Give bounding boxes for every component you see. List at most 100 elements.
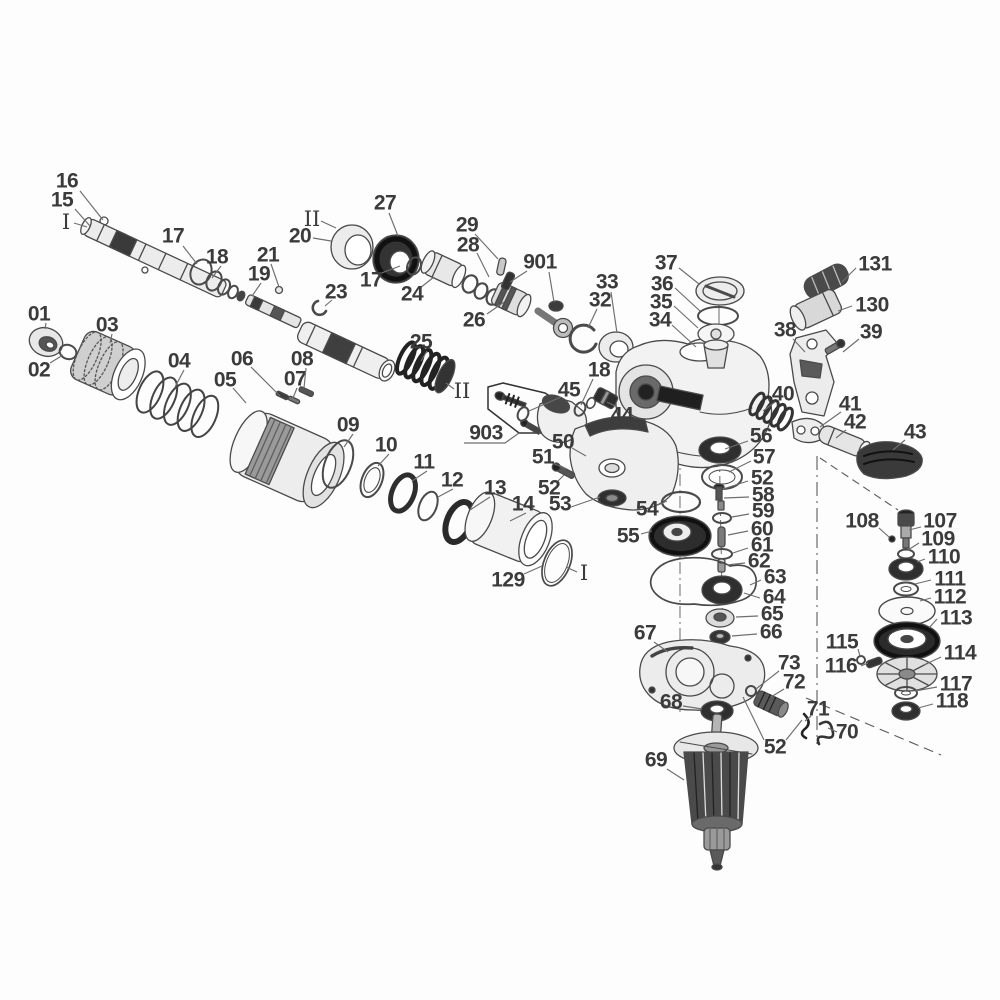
part-label-112: 112 xyxy=(934,586,966,609)
part-label-27: 27 xyxy=(374,192,396,215)
handle-bracket-assembly xyxy=(789,263,849,417)
leader-line-116-86-0 xyxy=(860,662,869,667)
part-label-58: 58 xyxy=(752,484,775,507)
shaft-pin xyxy=(141,266,149,274)
part-label-117: 117 xyxy=(940,673,972,696)
leader-line-32-20-0 xyxy=(587,308,598,329)
washer-117 xyxy=(894,686,918,700)
leader-line-02-30-0 xyxy=(49,354,64,364)
part-label-32: 32 xyxy=(589,289,611,312)
part-label-38: 38 xyxy=(774,319,797,342)
bearing-piston-chain xyxy=(330,224,532,318)
leader-line-108-77-0 xyxy=(878,527,890,538)
leader-line-17-3-0 xyxy=(182,245,198,265)
part-label-63: 63 xyxy=(764,566,786,589)
leader-line-19-6-0 xyxy=(251,282,262,297)
leader-line-01-29-0 xyxy=(44,322,47,330)
leader-line-21-5-0 xyxy=(270,263,280,288)
part-label-50: 50 xyxy=(552,431,574,454)
part-label-68: 68 xyxy=(660,691,683,714)
leader-line-901-15-0 xyxy=(509,270,528,283)
leader-line-110-80-0 xyxy=(916,558,926,563)
leader-line-04-32-0 xyxy=(174,369,185,388)
part-label-110: 110 xyxy=(928,546,960,569)
part-label-14: 14 xyxy=(512,493,535,516)
armature-69 xyxy=(673,713,759,871)
rod-small-end xyxy=(548,300,564,312)
spring-40 xyxy=(748,391,794,432)
leader-line-38-25-0 xyxy=(792,338,806,353)
bearing-65 xyxy=(705,608,735,628)
ring-gear-113 xyxy=(873,621,941,661)
part-label-12: 12 xyxy=(441,469,463,492)
part-label-67: 67 xyxy=(634,622,656,645)
striker-spring-25 xyxy=(394,340,456,394)
part-label-130: 130 xyxy=(855,294,889,317)
part-label-113: 113 xyxy=(940,607,972,630)
leader-line-25-17-0 xyxy=(420,350,428,362)
crankcase-top-ridge xyxy=(584,416,649,437)
leader-line-12-40-0 xyxy=(437,488,454,498)
roll-pin-116 xyxy=(865,656,883,669)
part-label-04: 04 xyxy=(168,350,191,373)
part-label-56: 56 xyxy=(750,425,772,448)
gear-55 xyxy=(648,515,712,557)
locking-knob-03 xyxy=(69,330,146,401)
leader-line-903-50-0 xyxy=(464,432,520,444)
part-label-17: 17 xyxy=(162,225,184,248)
washer-73 xyxy=(745,685,757,697)
part-label-37: 37 xyxy=(655,252,677,275)
part-label-65: 65 xyxy=(761,603,784,626)
assembly-reference-line-upper xyxy=(819,457,899,511)
end-cap-20-opening xyxy=(344,234,372,266)
part-label-71: 71 xyxy=(807,698,830,721)
leader-line-54-51-0 xyxy=(657,500,668,506)
bearing-118 xyxy=(891,701,921,721)
washer-59 xyxy=(712,512,732,524)
leader-line-14-42-0 xyxy=(509,512,527,522)
leader-line-69-76-0 xyxy=(666,768,685,781)
part-label-69: 69 xyxy=(645,749,667,772)
leader-line-23-7-0 xyxy=(324,299,333,307)
carbon-brush-130 xyxy=(789,288,843,331)
part-label-52: 52 xyxy=(538,477,560,500)
leader-line-07-35-0 xyxy=(292,387,298,399)
washer-61 xyxy=(711,548,733,560)
leader-line-41-54-0 xyxy=(819,411,842,428)
leader-line-72-71-0 xyxy=(770,688,785,698)
part-label-107: 107 xyxy=(923,510,957,533)
part-label-55: 55 xyxy=(617,525,640,548)
part-label-109: 109 xyxy=(921,528,955,551)
leader-line-08-36-0 xyxy=(303,367,307,389)
leader-line-27-10-0 xyxy=(388,212,399,237)
leader-line-39-26-0 xyxy=(842,338,860,353)
part-label-28: 28 xyxy=(457,234,480,257)
part-label-08: 08 xyxy=(291,348,314,371)
bearing-68 xyxy=(700,700,734,722)
washer-109 xyxy=(897,548,915,560)
part-label-39: 39 xyxy=(860,321,882,344)
section-marker-II: II xyxy=(454,379,471,403)
part-label-42: 42 xyxy=(844,411,866,434)
part-label-131: 131 xyxy=(858,253,892,276)
steel-ball-21 xyxy=(274,285,284,295)
spring-clip-70 xyxy=(816,720,835,746)
leader-line-II-8-0 xyxy=(320,220,337,229)
part-label-44: 44 xyxy=(611,404,634,427)
leader-line-29-13-0 xyxy=(474,233,499,260)
leader-line-70-74-0 xyxy=(827,727,838,733)
leader-line-18-4-0 xyxy=(211,265,222,279)
part-label-20: 20 xyxy=(289,225,311,248)
part-label-52: 52 xyxy=(764,736,786,759)
part-label-45: 45 xyxy=(558,379,581,402)
leader-line-111-81-0 xyxy=(914,579,932,585)
leader-line-65-67-0 xyxy=(735,615,759,618)
part-label-53: 53 xyxy=(549,493,571,516)
part-label-57: 57 xyxy=(753,446,775,469)
washer-111 xyxy=(893,581,919,597)
part-label-73: 73 xyxy=(778,652,800,675)
section-marker-I: I xyxy=(62,210,70,234)
leader-line-10-38-0 xyxy=(377,453,390,467)
part-label-51: 51 xyxy=(532,446,555,469)
